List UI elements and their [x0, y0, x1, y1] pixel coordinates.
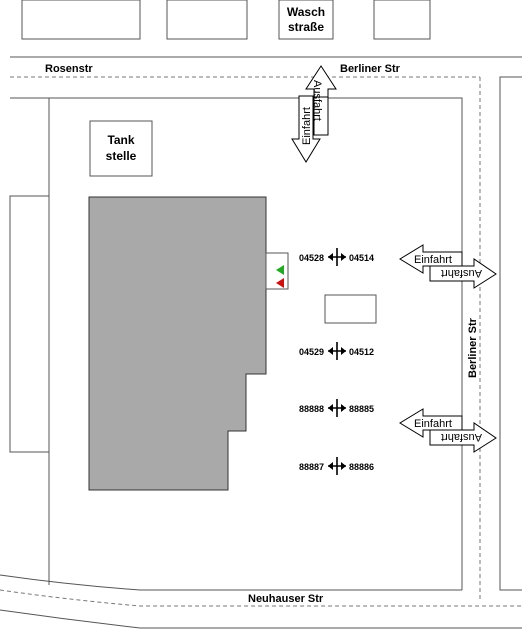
lot-structure — [324, 294, 377, 324]
bidirectional-arrow-icon — [328, 342, 346, 360]
road-edge-bottom-2 — [0, 609, 522, 629]
space-code: 88887 — [299, 462, 324, 472]
ausfahrt-arrow-right — [429, 258, 497, 289]
tankstelle-label-1: Tank — [107, 133, 134, 147]
road-dashed-bottom — [0, 589, 522, 607]
road-edge-bottom-1 — [0, 574, 462, 591]
space-code: 04528 — [299, 253, 324, 263]
waschstrasse-label-1: Wasch — [287, 5, 325, 19]
space-code: 88886 — [349, 462, 374, 472]
einfahrt-label-right-lower: Einfahrt — [414, 418, 452, 430]
space-code: 88885 — [349, 404, 374, 414]
waschstrasse-label-2: straße — [288, 20, 324, 34]
ausfahrt-arrow-right — [429, 422, 497, 453]
building-top-4 — [373, 0, 431, 40]
ausfahrt-label-right-upper: Ausfahrt — [441, 267, 482, 279]
space-code: 04529 — [299, 347, 324, 357]
building-tankstelle — [89, 120, 153, 177]
bidirectional-arrow-icon — [328, 248, 346, 266]
street-label-neuhauser: Neuhauser Str — [248, 593, 324, 605]
space-code: 04514 — [349, 253, 374, 263]
einfahrt-arrow-down — [291, 95, 321, 163]
space-code: 88888 — [299, 404, 324, 414]
bidirectional-arrow-icon — [328, 457, 346, 475]
building-top-1 — [21, 0, 141, 40]
space-pair-1: 04528 04514 — [299, 248, 374, 266]
einfahrt-label-right-upper: Einfahrt — [414, 254, 452, 266]
ausfahrt-label-right-lower: Ausfahrt — [441, 431, 482, 443]
entrance-exit-top: Einfahrt Ausfahrt — [291, 65, 337, 163]
street-label-berliner-top: Berliner Str — [340, 63, 401, 75]
ausfahrt-arrow-up — [305, 65, 337, 136]
entrance-exit-right-upper: Einfahrt Ausfahrt — [399, 244, 497, 289]
einfahrt-label-top: Einfahrt — [301, 107, 313, 145]
space-pair-3: 88888 88885 — [299, 399, 374, 417]
ausfahrt-label-top: Ausfahrt — [311, 80, 323, 121]
space-pair-2: 04529 04512 — [299, 342, 374, 360]
space-code: 04512 — [349, 347, 374, 357]
building-top-2 — [166, 0, 248, 40]
street-label-rosenstr: Rosenstr — [45, 63, 93, 75]
space-pair-4: 88887 88886 — [299, 457, 374, 475]
main-building — [88, 196, 267, 491]
left-annex — [9, 195, 49, 453]
bidirectional-arrow-icon — [328, 399, 346, 417]
road-edge-right — [499, 76, 522, 591]
tankstelle-label-2: stelle — [106, 149, 137, 163]
building-waschstrasse — [278, 0, 334, 40]
red-marker-icon — [276, 278, 284, 288]
street-label-berliner-side: Berliner Str — [467, 317, 479, 378]
entrance-exit-right-lower: Einfahrt Ausfahrt — [399, 408, 497, 453]
green-marker-icon — [276, 265, 284, 275]
